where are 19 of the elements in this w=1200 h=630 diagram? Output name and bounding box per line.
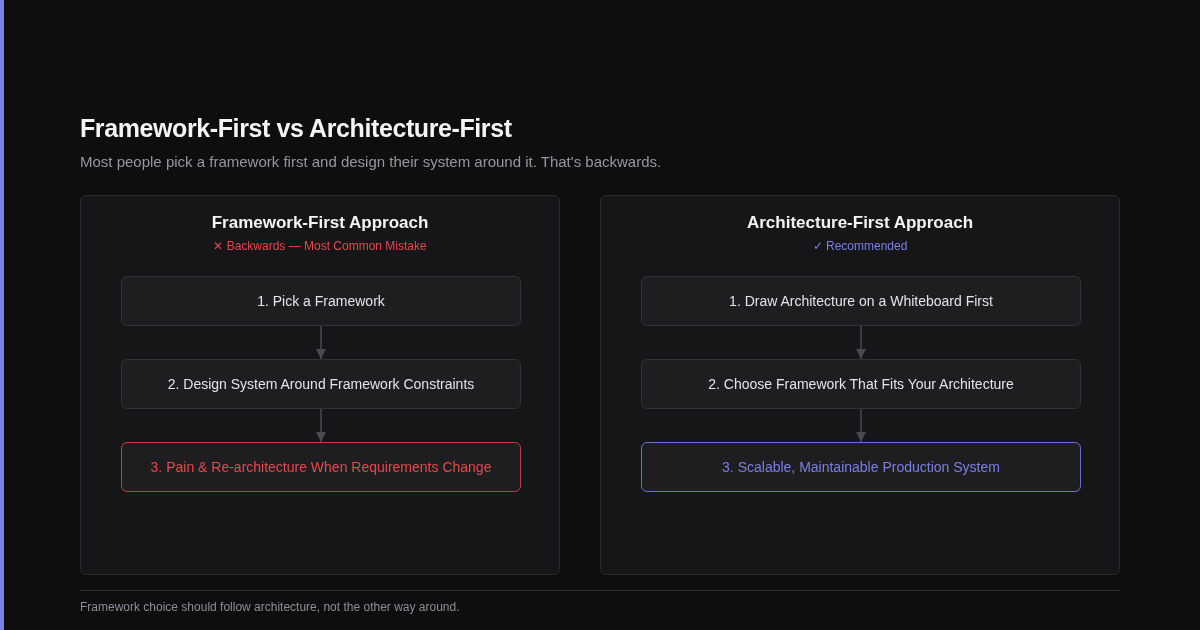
arrow xyxy=(316,408,326,443)
step-box: 1. Draw Architecture on a Whiteboard First xyxy=(641,276,1081,326)
arrow xyxy=(316,325,326,360)
step-box: 1. Pick a Framework xyxy=(121,276,521,326)
panel-heading: Framework-First Approach xyxy=(211,212,429,234)
step-box: 2. Design System Around Framework Constraints xyxy=(121,359,521,409)
step-box: 3. Pain & Re-architecture When Requirements Change xyxy=(121,442,521,492)
arrow xyxy=(856,325,866,360)
subtitle: Most people pick a framework first and design their system around it. That's backwards. xyxy=(80,153,662,170)
title: Framework-First vs Architecture-First xyxy=(80,114,512,143)
step-box: 3. Scalable, Maintainable Production System xyxy=(641,442,1081,492)
panel-subheading: ✓ Recommended xyxy=(812,238,908,254)
panel xyxy=(80,195,560,575)
step-box: 2. Choose Framework That Fits Your Architecture xyxy=(641,359,1081,409)
panel xyxy=(600,195,1120,575)
panel-heading: Architecture-First Approach xyxy=(746,212,974,234)
panel-subheading: ✕ Backwards — Most Common Mistake xyxy=(213,238,427,254)
footnote: Framework choice should follow architecture, not the other way around. xyxy=(80,600,460,614)
arrow xyxy=(856,408,866,443)
